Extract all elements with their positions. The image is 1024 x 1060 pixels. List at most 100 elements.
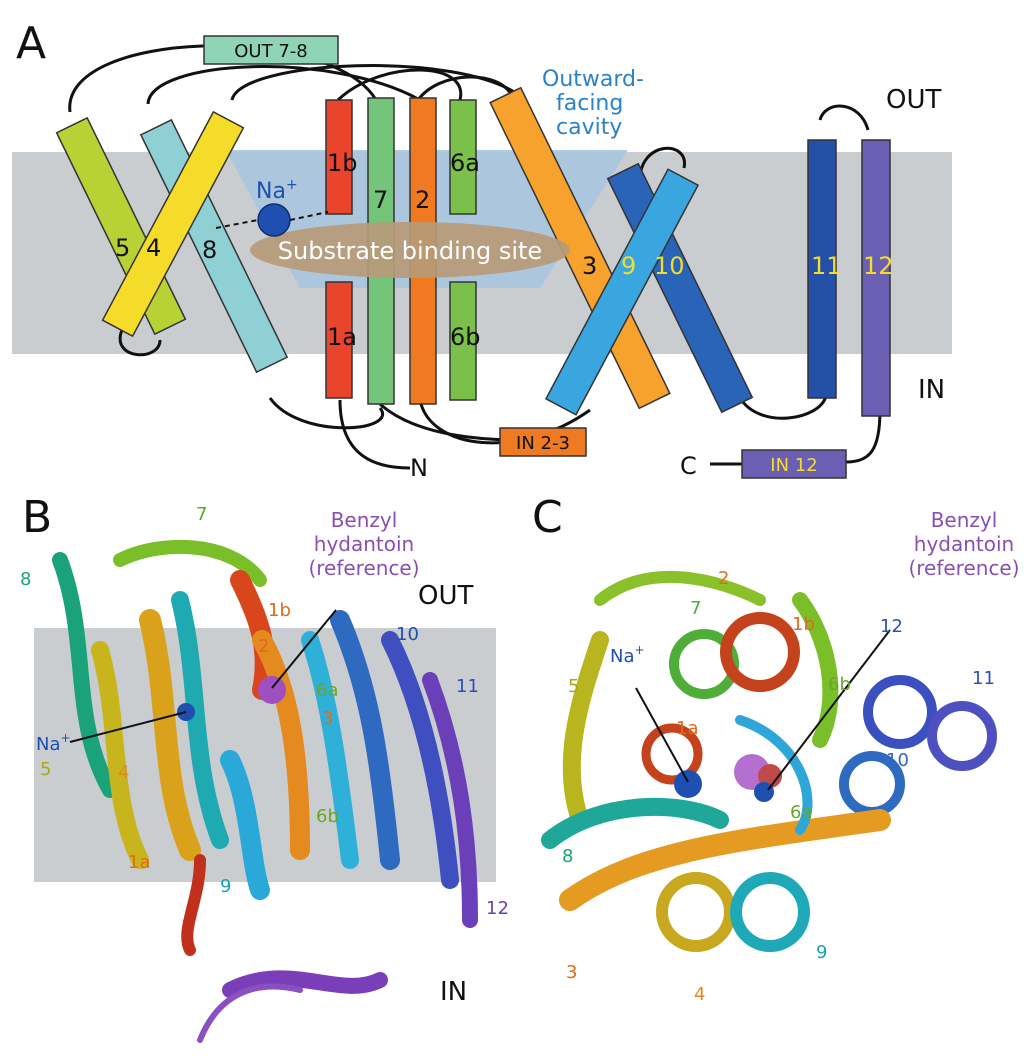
na-label-b: Na+ [36,731,71,755]
substrate-label: Substrate binding site [278,237,542,265]
na-label-a: Na+ [256,177,298,204]
b-label-5: 5 [40,759,51,780]
na-link-left [215,219,259,229]
ribbon-b-5 [91,641,149,869]
helix-6a-label: 6a [450,149,480,177]
ribbon-b-11 [381,631,459,889]
c-label-6a: 6a [790,802,812,823]
c-label-11: 11 [972,668,995,689]
ribbon-c-5 [562,631,609,829]
out-label-b: OUT [418,581,473,611]
helix-12 [861,139,891,417]
b-label-4: 4 [118,762,129,783]
ribbon-b-3 [252,630,310,860]
b-label-1a: 1a [128,852,150,873]
na-link-right [289,211,329,221]
helix-12-label: 12 [863,252,894,280]
loop-out-7-8 [203,35,339,65]
ribbon-c-3 [559,809,891,911]
c-label-4: 4 [694,984,705,1005]
ribbon-c-8 [541,797,729,849]
helix-6a [449,99,477,215]
c-label-1b: 1b [792,614,815,635]
ring-c-12 [863,675,937,749]
panel-c-letter: C [532,492,563,543]
benzyl-hydantoin-b [258,676,286,704]
helix-9-label: 9 [621,252,636,280]
b-label-12: 12 [486,898,509,919]
ribbon-b-4 [139,609,201,861]
rings-c [641,612,997,952]
helix-7-label: 7 [373,186,388,214]
benzyl-label-c-1: Benzyl [931,508,998,532]
helix-1a-label: 1a [327,323,357,351]
ribbon-b-6 [301,631,359,869]
out-label-a: OUT [886,85,941,115]
b-label-8: 8 [20,569,31,590]
helix-6b-label: 6b [450,323,481,351]
ribbon-b-1a-tail [181,854,206,956]
n-terminus-label: N [410,454,428,482]
loop-in-2-3 [499,427,587,457]
ring-c-9 [730,872,810,952]
ring-c-1a [641,723,703,785]
c-label-6b: 6b [828,674,851,695]
helix-4 [101,110,245,338]
helix-11-label: 11 [811,252,842,280]
panel-b-letter: B [22,492,52,543]
in-label-a: IN [918,375,945,405]
b-label-7: 7 [196,504,207,525]
ribbons-b [52,539,478,1043]
benzyl-hydantoin-c [734,754,782,802]
c-label-10: 10 [886,750,909,771]
benzyl-pointer-c [767,629,891,791]
b-label-6a: 6a [316,680,338,701]
b-label-3: 3 [322,708,333,729]
helix-2-label: 2 [415,186,430,214]
ring-c-11 [927,701,997,771]
b-label-9: 9 [220,876,231,897]
b-label-10: 10 [396,624,419,645]
ribbon-b-8b [171,591,229,849]
c-label-1a: 1a [676,718,698,739]
helix-1b-label: 1b [327,149,358,177]
b-label-2: 2 [258,636,269,657]
ribbon-b-10 [330,610,400,870]
ribbon-c-6a [735,715,813,835]
na-pointer-b [69,711,187,743]
b-label-1b: 1b [268,600,291,621]
ribbon-b-ctail [222,970,388,998]
cavity-label-1: Outward- [542,67,644,92]
b-label-6b: 6b [316,806,339,827]
helix-3-label: 3 [582,252,597,280]
ring-c-4 [656,872,736,952]
benzyl-pointer-b [271,609,337,689]
panel-b: B Benzyl hydantoin (reference) O [20,492,509,1043]
helix-4-label: 4 [146,234,161,262]
benzyl-label-b-3: (reference) [308,556,419,580]
ribbon-b-tail [197,983,303,1043]
loops-a [68,44,882,470]
c-label-8: 8 [562,846,573,867]
b-label-11: 11 [456,676,479,697]
c-label-3: 3 [566,962,577,983]
ribbon-b-7 [113,539,267,587]
panel-a-letter: A [16,18,46,69]
substrate-binding-site [250,222,570,278]
helix-8-label: 8 [202,236,217,264]
helix-1a [325,281,353,399]
loop-out-7-8-label: OUT 7-8 [234,41,307,62]
ribbon-c-6b [792,592,839,748]
c-label-9: 9 [816,942,827,963]
sodium-ion-c [674,770,702,798]
ribbon-b-8 [52,552,118,798]
helix-11 [807,139,837,399]
ribbons-c [541,570,891,911]
panel-a: A [12,18,952,482]
ribbon-b-9 [220,750,270,900]
panel-c: C Benzyl hydanto [532,492,1020,1005]
helix-6b [449,281,477,401]
benzyl-label-b-1: Benzyl [331,508,398,532]
ribbon-b-12 [422,672,478,928]
